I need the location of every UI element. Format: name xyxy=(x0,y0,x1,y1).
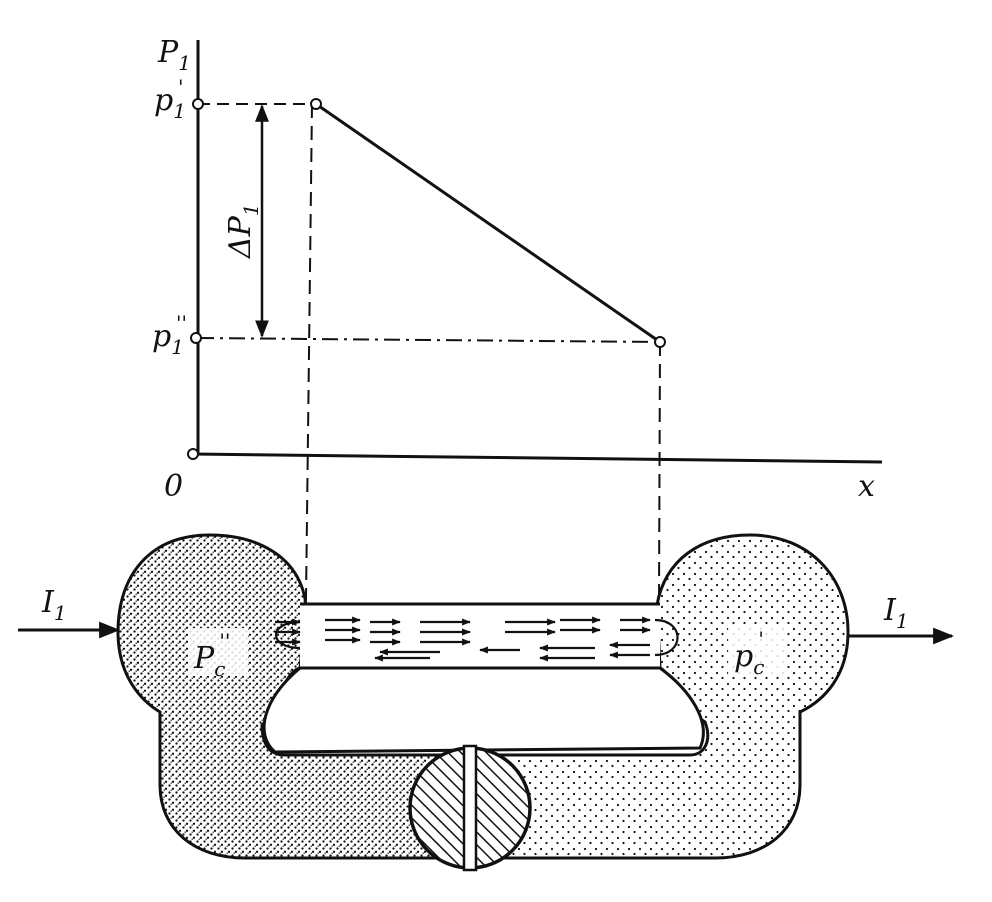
left-chamber xyxy=(116,533,462,860)
origin-label: 0 xyxy=(164,469,183,504)
pressure-graph: P1 p1' p1'' ΔP1 0 x xyxy=(152,35,883,601)
right-return-loop xyxy=(654,618,679,657)
input-current-label: I1 xyxy=(41,585,67,625)
pump-wheel xyxy=(408,744,532,872)
lower-level-label: p1'' xyxy=(152,311,187,359)
left-projection-guide xyxy=(305,103,313,601)
x-axis-label: x xyxy=(858,469,875,504)
left-chamber-label-bg xyxy=(188,628,248,676)
delta-p-label: ΔP1 xyxy=(223,203,263,259)
x-axis xyxy=(191,452,883,464)
right-chamber-label-bg xyxy=(728,628,784,676)
line-start-point xyxy=(310,98,322,110)
flow-arrows xyxy=(275,616,651,662)
left-return-loop xyxy=(274,620,301,650)
right-projection-guide xyxy=(658,341,661,601)
lower-axis-point xyxy=(190,332,202,344)
upper-axis-point xyxy=(192,98,204,110)
right-chamber xyxy=(478,533,850,860)
y-axis-label: P1 xyxy=(157,35,191,75)
pressure-drop-line xyxy=(315,102,661,344)
lower-level-guide xyxy=(197,337,661,343)
output-current-label: I1 xyxy=(883,593,909,633)
upper-level-label: p1' xyxy=(154,75,186,123)
line-end-point xyxy=(654,336,666,348)
channel xyxy=(300,604,660,668)
loop-opening xyxy=(262,666,705,754)
origin-point xyxy=(187,448,199,460)
right-chamber-label: pc' xyxy=(734,627,764,679)
flow-device xyxy=(116,533,850,872)
left-chamber-label: Pc'' xyxy=(193,629,230,681)
